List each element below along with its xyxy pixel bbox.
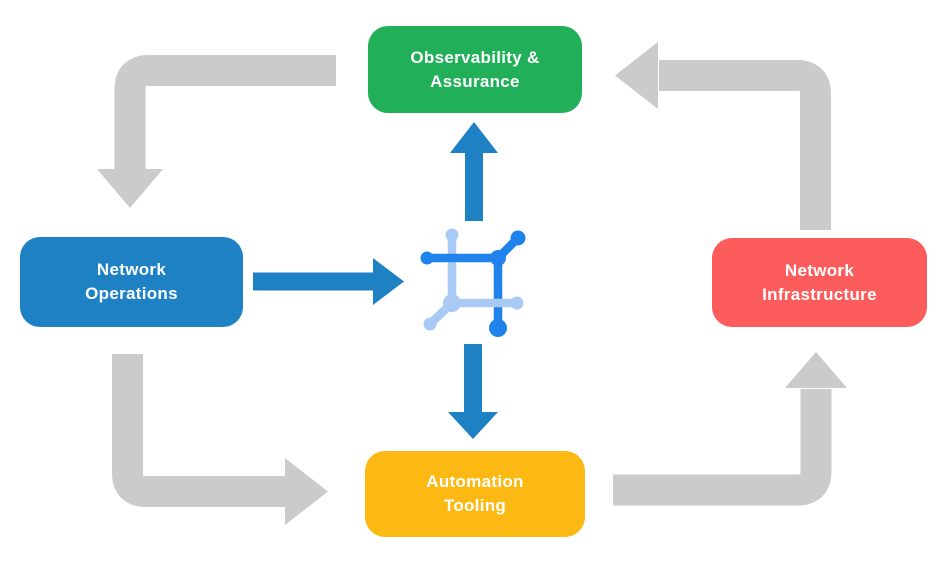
node-label-line: Assurance [430, 71, 520, 91]
node-label-line: Network [96, 260, 167, 279]
arrow-head [97, 169, 163, 208]
icon-light-lines [425, 298, 522, 329]
arrow-shaft [613, 389, 832, 506]
icon-dark-node-bottom [489, 319, 507, 337]
icon-dark-node-corner [490, 250, 506, 266]
icon-light-node-corner [443, 294, 461, 312]
node-label-line: Network [784, 260, 855, 280]
arrow-center-to-observability [450, 122, 498, 221]
node-label-line: Operations [85, 284, 178, 303]
arrow-shaft [659, 60, 831, 230]
node-automation-tooling: Automation Tooling [365, 451, 585, 537]
node-label-line: Infrastructure [762, 284, 877, 304]
icon-light-node-right [510, 296, 524, 310]
arrow-operations-to-automation [112, 354, 328, 525]
arrow-head [373, 258, 404, 305]
node-label-line: Tooling [443, 496, 507, 515]
icon-dark-node-left [420, 251, 434, 265]
icon-light-node-bottomleft [423, 317, 437, 331]
node-label-line: Automation [426, 472, 524, 491]
arrow-head [285, 458, 328, 525]
arrow-shaft [114, 55, 336, 171]
node-network-operations: Network Operations [20, 237, 243, 327]
arrow-head [450, 122, 498, 153]
arrow-head [615, 42, 658, 109]
arrow-observability-to-operations [97, 55, 336, 208]
network-fabric-icon [420, 228, 526, 337]
arrow-head [785, 352, 847, 388]
arrow-center-to-automation [448, 344, 498, 439]
arrow-infrastructure-to-observability [615, 42, 831, 230]
icon-dark-node-topright [510, 230, 526, 246]
node-label-line: Observability & [410, 47, 540, 67]
arrow-automation-to-infrastructure [613, 352, 847, 506]
arrow-operations-to-center [253, 258, 404, 305]
arrow-shaft [112, 354, 286, 507]
node-observability-assurance: Observability & Assurance [368, 26, 582, 113]
node-network-infrastructure: Network Infrastructure [712, 238, 927, 327]
icon-light-node-top [445, 228, 459, 242]
arrow-head [448, 412, 498, 439]
